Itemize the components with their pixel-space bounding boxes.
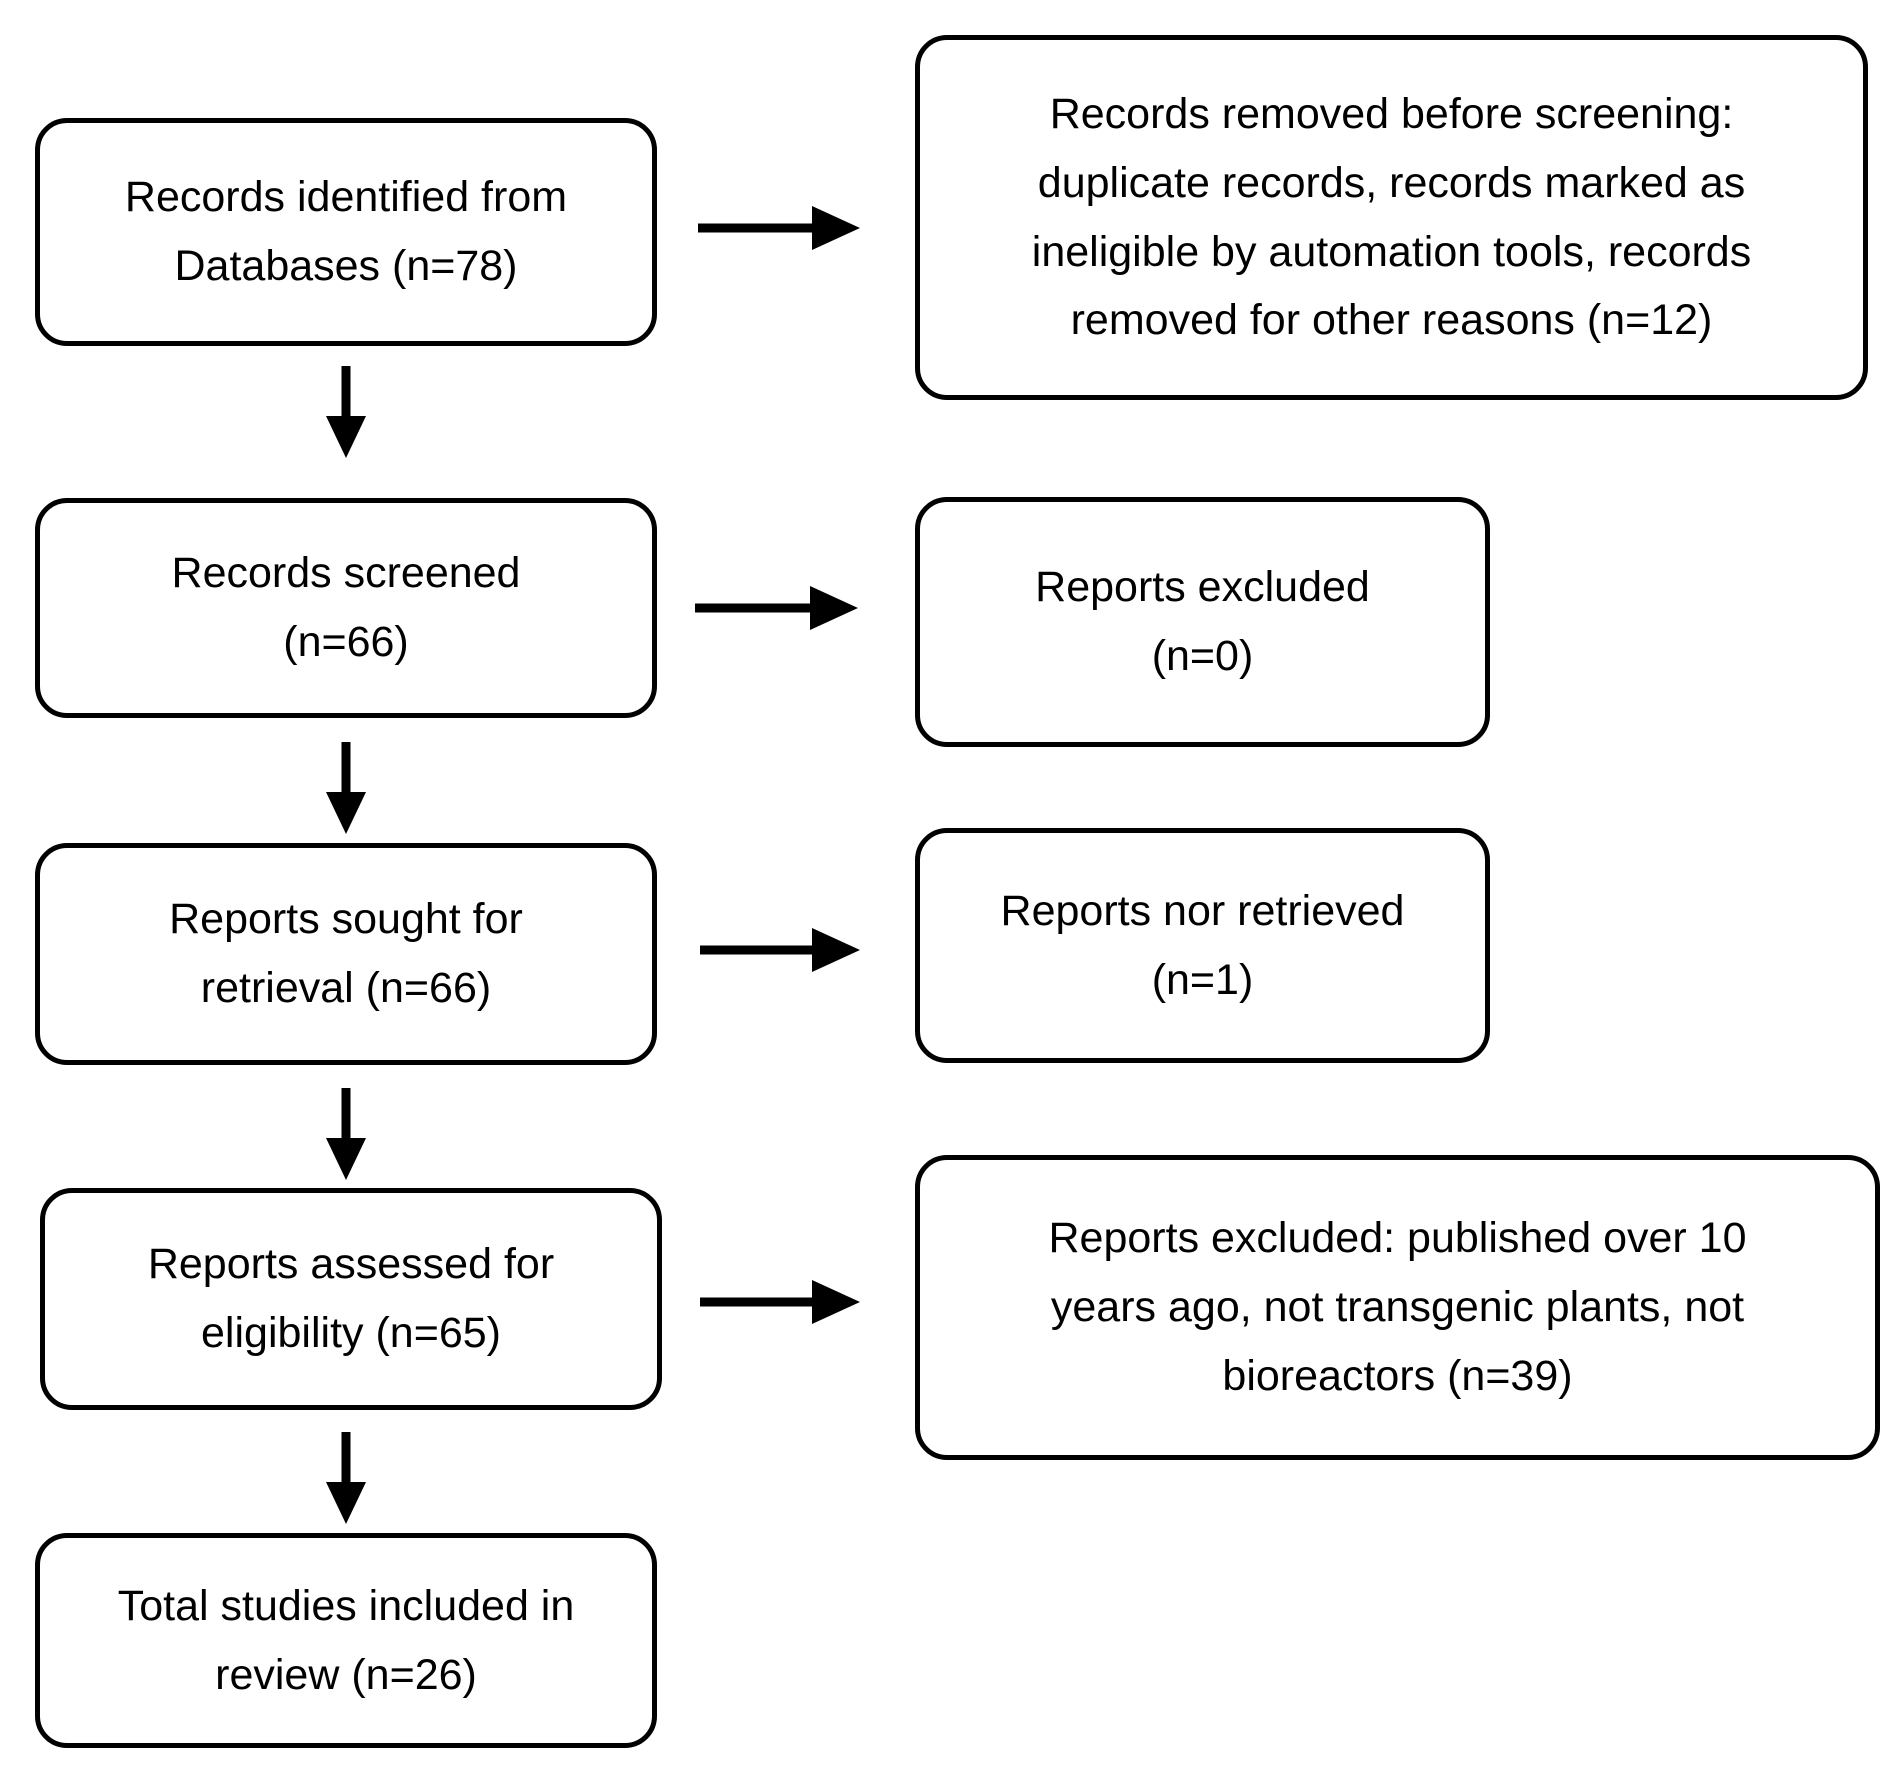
node-reports-excluded-screening: Reports excluded (n=0): [915, 497, 1490, 747]
arrow-reports-sought-to-reports-not-retrieved: [700, 928, 860, 972]
node-studies-included: Total studies included in review (n=26): [35, 1533, 657, 1748]
arrow-records-identified-to-records-screened: [326, 366, 366, 458]
arrow-reports-assessed-to-reports-excluded-eligibility: [700, 1280, 860, 1324]
arrow-reports-assessed-to-studies-included: [326, 1432, 366, 1524]
arrow-reports-sought-to-reports-assessed: [326, 1088, 366, 1180]
arrow-records-screened-to-reports-excluded-screening: [695, 586, 858, 630]
node-reports-assessed: Reports assessed for eligibility (n=65): [40, 1188, 662, 1410]
node-reports-excluded-eligibility: Reports excluded: published over 10 year…: [915, 1155, 1880, 1460]
node-records-screened: Records screened (n=66): [35, 498, 657, 718]
node-reports-sought: Reports sought for retrieval (n=66): [35, 843, 657, 1065]
arrow-records-identified-to-records-removed: [698, 206, 860, 250]
node-records-identified: Records identified from Databases (n=78): [35, 118, 657, 346]
arrow-records-screened-to-reports-sought: [326, 742, 366, 834]
node-records-removed: Records removed before screening: duplic…: [915, 35, 1868, 400]
node-reports-not-retrieved: Reports nor retrieved (n=1): [915, 828, 1490, 1063]
